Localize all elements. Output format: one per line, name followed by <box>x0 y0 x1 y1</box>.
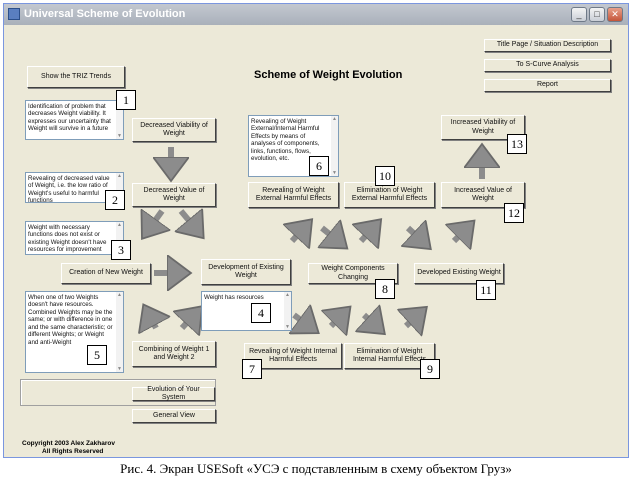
textbox-scrollbar[interactable] <box>331 116 338 176</box>
problem-description-text: Identification of problem that decreases… <box>28 103 111 133</box>
textbox-scrollbar[interactable] <box>116 292 123 372</box>
weight-resources-textbox[interactable]: Weight has resources <box>201 291 292 331</box>
creation-new-weight-button[interactable]: Creation of New Weight <box>61 263 151 284</box>
close-button[interactable]: ✕ <box>607 7 623 22</box>
arrow-revealing-int-to-components <box>331 315 342 326</box>
label-9: 9 <box>420 359 440 379</box>
label-8: 8 <box>375 279 395 299</box>
label-3: 3 <box>111 240 131 260</box>
copyright-line-1: Copyright 2003 Alex Zakharov <box>22 440 115 447</box>
copyright-line-2: All Rights Reserved <box>42 448 104 456</box>
harmful-effects-textbox[interactable]: Revealing of Weight External/Internal Ha… <box>248 115 339 177</box>
label-12: 12 <box>504 203 524 223</box>
components-changing-button[interactable]: Weight Components Changing <box>308 263 398 284</box>
arrow-elimination-int-to-developed <box>406 315 418 326</box>
label-11: 11 <box>476 280 496 300</box>
maximize-button[interactable]: □ <box>589 7 605 22</box>
harmful-effects-text: Revealing of Weight External/Internal Ha… <box>251 118 320 163</box>
value-description-textbox[interactable]: Revealing of decreased value of Weight, … <box>25 172 124 203</box>
arrow-development-to-revealing-ext <box>292 228 304 241</box>
label-2: 2 <box>105 190 125 210</box>
s-curve-analysis-button[interactable]: To S-Curve Analysis <box>484 59 611 72</box>
arrow-value-to-development <box>181 211 196 229</box>
textbox-scrollbar[interactable] <box>284 292 291 330</box>
title-page-button[interactable]: Title Page / Situation Description <box>484 39 611 52</box>
decreased-viability-button[interactable]: Decreased Viability of Weight <box>132 118 216 142</box>
figure-caption: Рис. 4. Экран USESoft «УСЭ с подставленн… <box>120 461 512 476</box>
app-icon <box>8 8 20 20</box>
label-13: 13 <box>507 134 527 154</box>
value-description-text: Revealing of decreased value of Weight, … <box>28 175 110 203</box>
arrow-developed-to-increased-value <box>454 229 466 241</box>
weight-resources-text: Weight has resources <box>204 294 264 301</box>
combining-description-textbox[interactable]: When one of two Weights doesn't have res… <box>25 291 124 373</box>
label-5: 5 <box>87 345 107 365</box>
resources-description-textbox[interactable]: Weight with necessary functions does not… <box>25 221 124 255</box>
development-existing-button[interactable]: Development of Existing Weight <box>201 259 291 285</box>
increased-viability-button[interactable]: Increased Viability of Weight <box>441 115 525 140</box>
revealing-external-button[interactable]: Revealing of Weight External Harmful Eff… <box>248 182 339 208</box>
elimination-internal-button[interactable]: Elimination of Weight Internal Harmful E… <box>344 343 435 369</box>
page-title: Scheme of Weight Evolution <box>254 69 403 81</box>
app-window: Universal Scheme of Evolution _ □ ✕ <box>3 3 629 458</box>
problem-description-textbox[interactable]: Identification of problem that decreases… <box>25 100 124 140</box>
combining-weights-button[interactable]: Combining of Weight 1 and Weight 2 <box>132 341 216 367</box>
combining-description-text: When one of two Weights doesn't have res… <box>28 294 113 346</box>
arrow-components-to-elimination-ext <box>361 228 373 241</box>
label-6: 6 <box>309 156 329 176</box>
arrow-development-to-revealing-int <box>294 315 309 326</box>
arrow-combining-to-development <box>182 315 194 328</box>
general-view-button[interactable]: General View <box>132 409 216 423</box>
decreased-value-button[interactable]: Decreased Value of Weight <box>132 183 216 207</box>
arrow-combining-to-creation <box>149 315 156 328</box>
report-button[interactable]: Report <box>484 79 611 92</box>
show-triz-trends-button[interactable]: Show the TRIZ Trends <box>27 66 125 88</box>
title-bar: Universal Scheme of Evolution _ □ ✕ <box>4 4 628 25</box>
main-panel: Show the TRIZ Trends Title Page / Situat… <box>4 25 628 457</box>
window-title: Universal Scheme of Evolution <box>24 8 186 20</box>
label-10: 10 <box>375 166 395 186</box>
label-7: 7 <box>242 359 262 379</box>
minimize-button[interactable]: _ <box>571 7 587 22</box>
arrow-revealing-ext-to-components <box>322 228 338 241</box>
label-1: 1 <box>116 90 136 110</box>
evolution-groupbox <box>20 379 216 406</box>
label-4: 4 <box>251 303 271 323</box>
arrow-value-to-creation <box>149 211 162 229</box>
arrow-components-to-elimination-int <box>364 315 376 326</box>
resources-description-text: Weight with necessary functions does not… <box>28 224 107 254</box>
arrow-elimination-ext-to-developed <box>408 228 422 241</box>
evolution-your-system-button[interactable]: Evolution of Your System <box>132 386 215 401</box>
developed-existing-button[interactable]: Developed Existing Weight <box>414 263 504 284</box>
flow-arrows <box>4 25 628 457</box>
copyright-notice: Copyright 2003 Alex Zakharov All Rights … <box>22 440 115 457</box>
